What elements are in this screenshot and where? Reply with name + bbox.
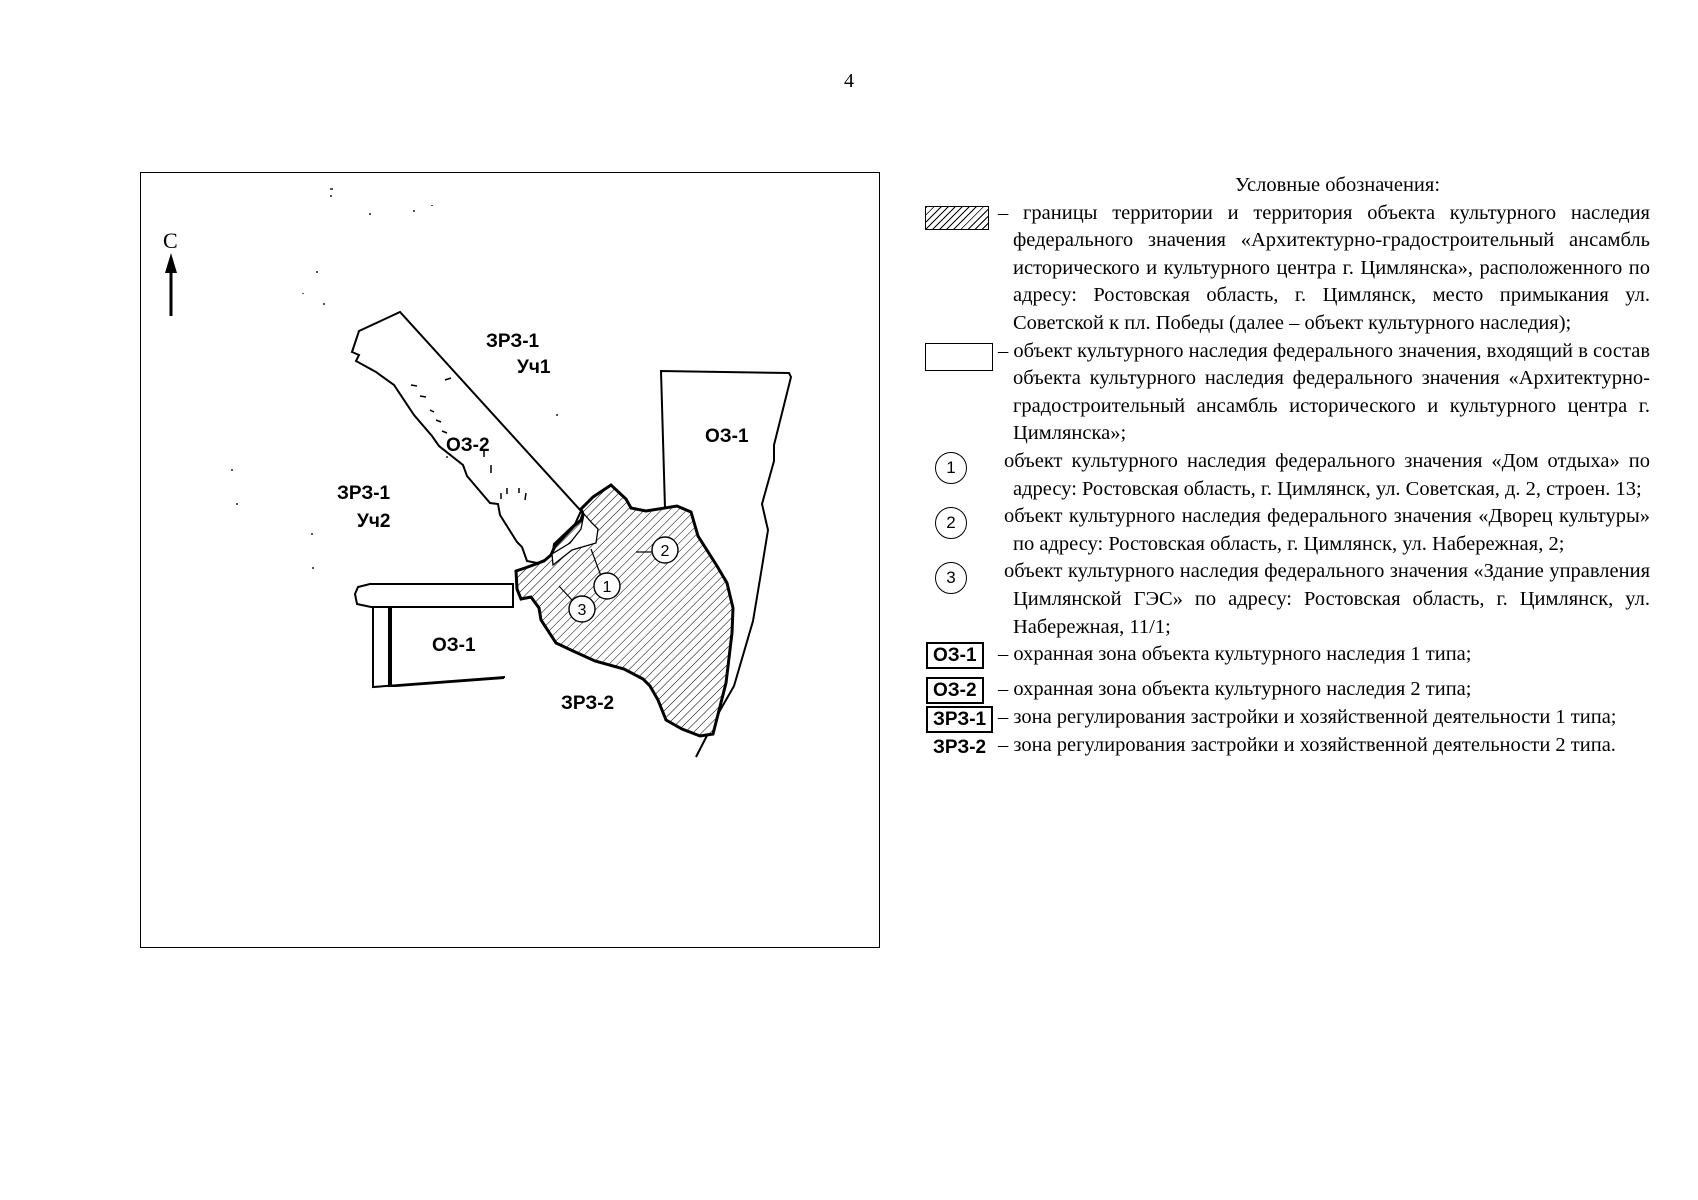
legend-item-object-2: 2 объект культурного наследия федерально… <box>920 503 1650 558</box>
map-frame: С <box>140 172 880 948</box>
legend: Условные обозначения: – границы территор… <box>920 172 1650 760</box>
oz2-dashes <box>410 377 527 501</box>
legend-item-oz2: ОЗ-2 – охранная зона объекта культурного… <box>920 676 1650 705</box>
north-arrow: С <box>163 228 178 316</box>
legend-item-zrz1: ЗРЗ-1 – зона регулирования застройки и х… <box>920 704 1650 734</box>
page-number: 4 <box>844 70 854 92</box>
oz1-east-label: ОЗ-1 <box>705 426 749 447</box>
inner-parcel <box>551 512 599 567</box>
legend-item-heritage-object: – объект культурного наследия федерально… <box>920 338 1650 448</box>
legend-text: – охранная зона объекта культурного насл… <box>998 643 1472 666</box>
zrz1-symbol: ЗРЗ-1 <box>926 706 994 734</box>
legend-text: – охранная зона объекта культурного насл… <box>998 678 1472 701</box>
zrz2-label: ЗРЗ-2 <box>561 693 614 714</box>
object-2-symbol: 2 <box>935 507 967 540</box>
oz2-zone <box>350 310 583 565</box>
legend-text: – зона регулирования застройки и хозяйст… <box>998 706 1617 729</box>
legend-item-oz1: ОЗ-1 – охранная зона объекта культурного… <box>920 641 1650 676</box>
zrz1-uch2-code: ЗРЗ-1 <box>337 483 391 504</box>
object-3-label: 3 <box>578 602 587 619</box>
oz1-east-zone <box>659 369 793 758</box>
zrz1-uch1-code: ЗРЗ-1 <box>486 331 540 352</box>
object-2: 2 <box>636 536 679 564</box>
legend-text: объект культурного наследия федерального… <box>1004 560 1650 638</box>
legend-item-zrz2: ЗРЗ-2 – зона регулирования застройки и х… <box>920 732 1650 760</box>
zoning-map: С <box>163 188 793 758</box>
zrz2-symbol: ЗРЗ-2 <box>933 737 987 759</box>
scan-noise <box>231 188 558 569</box>
oz2-symbol: ОЗ-2 <box>926 677 984 705</box>
object-1-symbol: 1 <box>935 451 967 484</box>
hatched-rect-symbol <box>925 205 989 230</box>
legend-item-object-1: 1 объект культурного наследия федерально… <box>920 448 1650 503</box>
legend-text: – зона регулирования застройки и хозяйст… <box>998 734 1616 757</box>
legend-item-heritage-territory: – границы территории и территория объект… <box>920 200 1650 338</box>
object-3-symbol: 3 <box>935 562 967 595</box>
zrz1-uch1-sub: Уч1 <box>517 357 551 378</box>
object-1-label: 1 <box>603 579 612 596</box>
legend-item-object-3: 3 объект культурного наследия федерально… <box>920 558 1650 641</box>
empty-rect-symbol <box>925 342 993 371</box>
zrz1-uch2-sub: Уч2 <box>357 511 390 532</box>
legend-text: объект культурного наследия федерального… <box>1004 505 1650 555</box>
legend-text: – границы территории и территория объект… <box>998 201 1650 334</box>
object-2-label: 2 <box>661 543 670 560</box>
legend-text: – объект культурного наследия федерально… <box>998 339 1650 445</box>
object-3: 3 <box>558 585 596 623</box>
oz1-symbol: ОЗ-1 <box>926 642 984 670</box>
legend-text: объект культурного наследия федерального… <box>1004 449 1650 500</box>
object-1: 1 <box>590 548 621 600</box>
north-letter: С <box>163 228 178 253</box>
oz2-label: ОЗ-2 <box>446 435 490 456</box>
oz1-south-label: ОЗ-1 <box>432 635 476 656</box>
legend-title: Условные обозначения: <box>1234 174 1441 196</box>
